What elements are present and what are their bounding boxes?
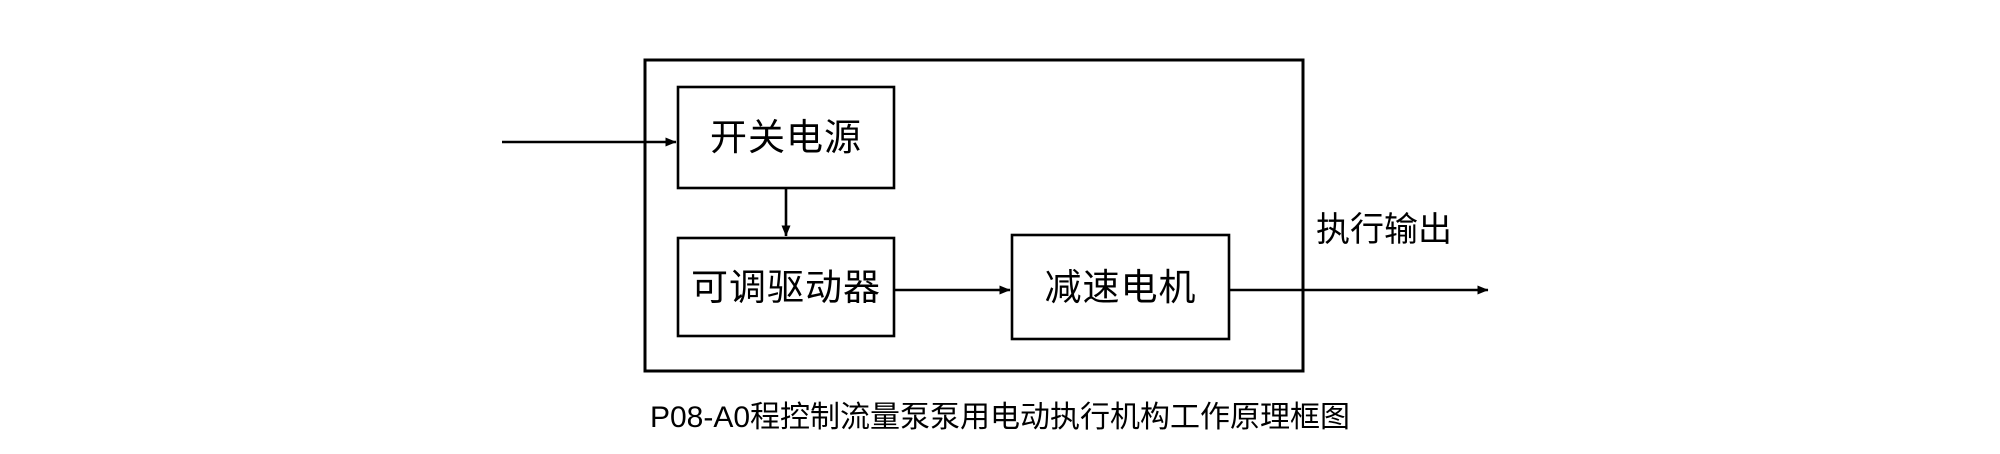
gear-motor-box [1010,233,1231,341]
gear-motor-label: 减速电机 [1044,266,1197,308]
adjustable-driver-label: 可调驱动器 [691,266,881,308]
diagram-caption: P08-A0程控制流量泵泵用电动执行机构工作原理框图 [649,401,1351,434]
switching-power-label: 开关电源 [710,117,862,158]
execution-output-label: 执行输出 [1316,211,1452,249]
adjustable-driver-box [676,236,896,338]
actuator-enclosure-outline [643,58,1305,373]
